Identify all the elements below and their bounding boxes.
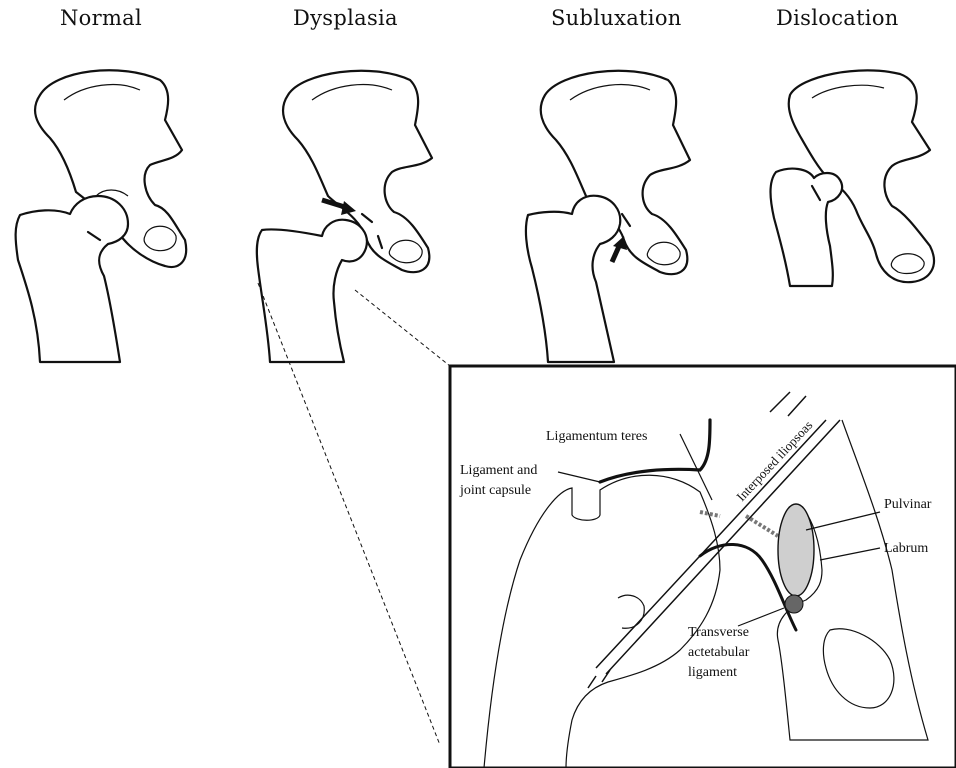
label-pulvinar: Pulvinar — [884, 497, 932, 512]
hip-normal — [16, 70, 187, 362]
arrow-icon — [612, 236, 627, 262]
zoom-line-top — [355, 290, 450, 366]
label-ligament-capsule-2: joint capsule — [459, 483, 531, 498]
hip-subluxation — [526, 71, 690, 362]
inset-detail: Ligamentum teres Ligament and joint caps… — [450, 366, 956, 768]
femur-normal — [16, 196, 128, 362]
label-transverse-3: ligament — [688, 665, 737, 680]
femur-subluxation — [526, 196, 620, 362]
inset-frame — [450, 366, 956, 768]
label-labrum: Labrum — [884, 541, 928, 556]
label-transverse-1: Transverse — [688, 625, 749, 640]
femur-dislocation — [771, 169, 843, 286]
label-ligament-capsule-1: Ligament and — [460, 463, 537, 478]
femur-dysplasia — [257, 220, 367, 362]
hip-dislocation — [771, 70, 934, 286]
label-transverse-2: actetabular — [688, 645, 750, 660]
hip-dysplasia — [257, 71, 432, 362]
label-ligamentum-teres: Ligamentum teres — [546, 429, 647, 444]
inset-transverse-ligament — [785, 595, 803, 613]
inset-pulvinar — [778, 504, 814, 596]
